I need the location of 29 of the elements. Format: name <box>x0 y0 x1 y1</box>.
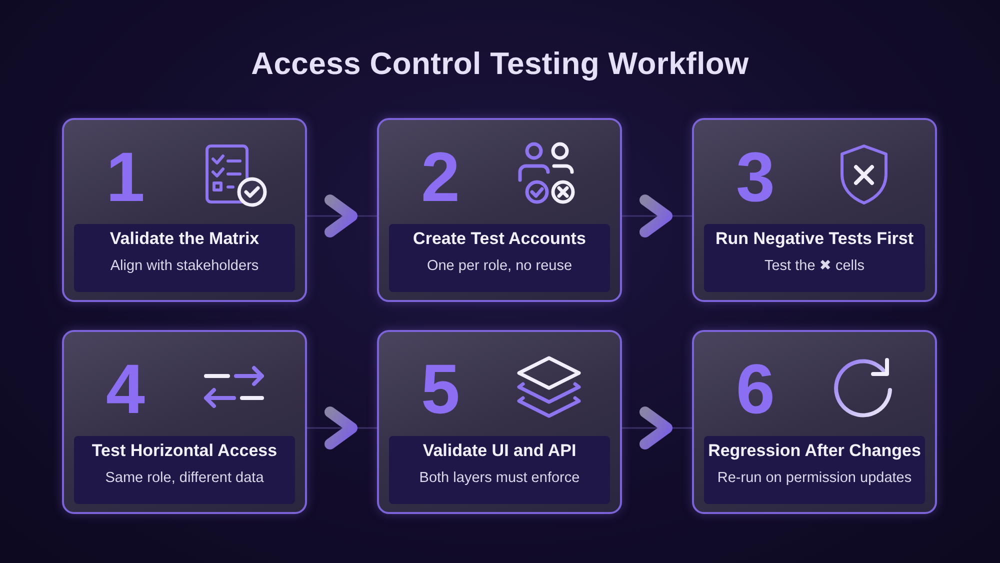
chevron-arrow <box>307 194 377 238</box>
step-number: 2 <box>421 142 460 212</box>
step-title: Run Negative Tests First <box>714 229 915 249</box>
step-card <box>692 118 937 302</box>
chevron-arrow <box>622 194 692 238</box>
step-title: Validate UI and API <box>422 441 578 461</box>
step-number: 5 <box>421 354 460 424</box>
step-title: Regression After Changes <box>707 441 922 461</box>
step-description: Align with stakeholders <box>109 258 260 274</box>
step-title: Create Test Accounts <box>412 229 587 249</box>
step-description: Re-run on permission updates <box>716 470 913 486</box>
step-card <box>377 330 622 514</box>
step-description: Both layers must enforce <box>418 470 581 486</box>
step-title: Test Horizontal Access <box>90 441 278 461</box>
step-number: 4 <box>106 354 145 424</box>
step-title: Validate the Matrix <box>108 229 260 249</box>
step-description: Same role, different data <box>104 470 265 486</box>
step-number: 3 <box>736 142 775 212</box>
step-number: 6 <box>736 354 775 424</box>
step-card <box>692 330 937 514</box>
step-card <box>62 118 307 302</box>
diagram-title: Access Control Testing Workflow <box>251 46 749 82</box>
chevron-arrow <box>307 406 377 450</box>
step-card <box>62 330 307 514</box>
step-description: One per role, no reuse <box>426 258 574 274</box>
step-number: 1 <box>106 142 145 212</box>
step-description: Test the ✖ cells <box>763 258 866 274</box>
chevron-arrow <box>622 406 692 450</box>
step-card <box>377 118 622 302</box>
